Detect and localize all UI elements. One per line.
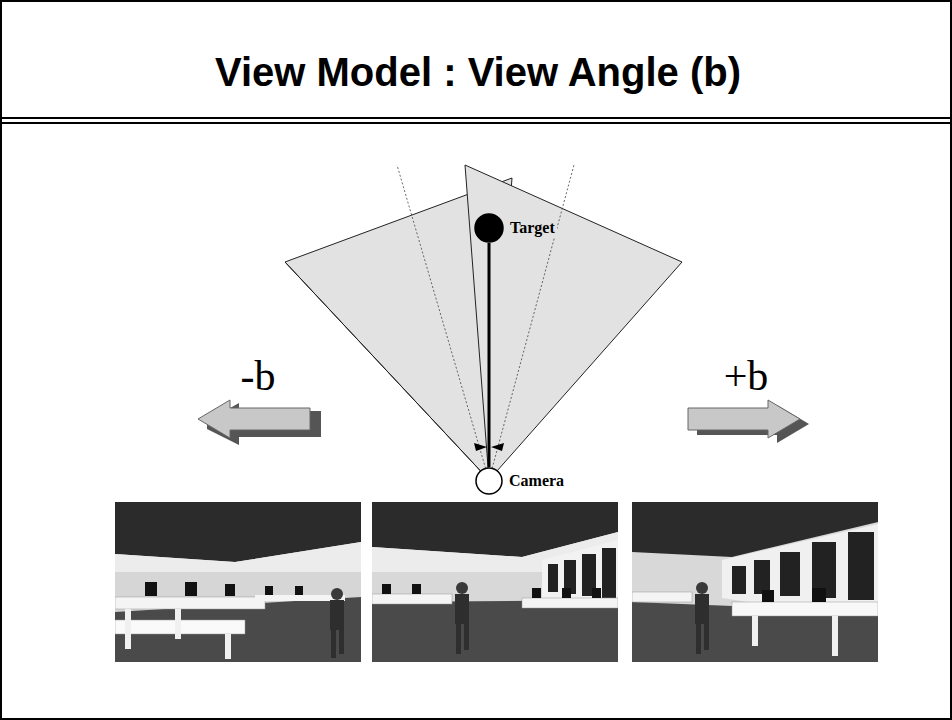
node-circle bbox=[474, 213, 504, 243]
node-label: Target bbox=[508, 219, 557, 237]
slide-title: View Model : View Angle (b) bbox=[215, 50, 741, 95]
direction-label: +b bbox=[724, 352, 769, 400]
point-node: Target bbox=[474, 213, 504, 243]
point-node: Camera bbox=[475, 467, 503, 495]
node-label: Camera bbox=[507, 472, 566, 490]
node-circle bbox=[475, 467, 503, 495]
view-line bbox=[489, 243, 490, 467]
direction-label: -b bbox=[241, 352, 276, 400]
